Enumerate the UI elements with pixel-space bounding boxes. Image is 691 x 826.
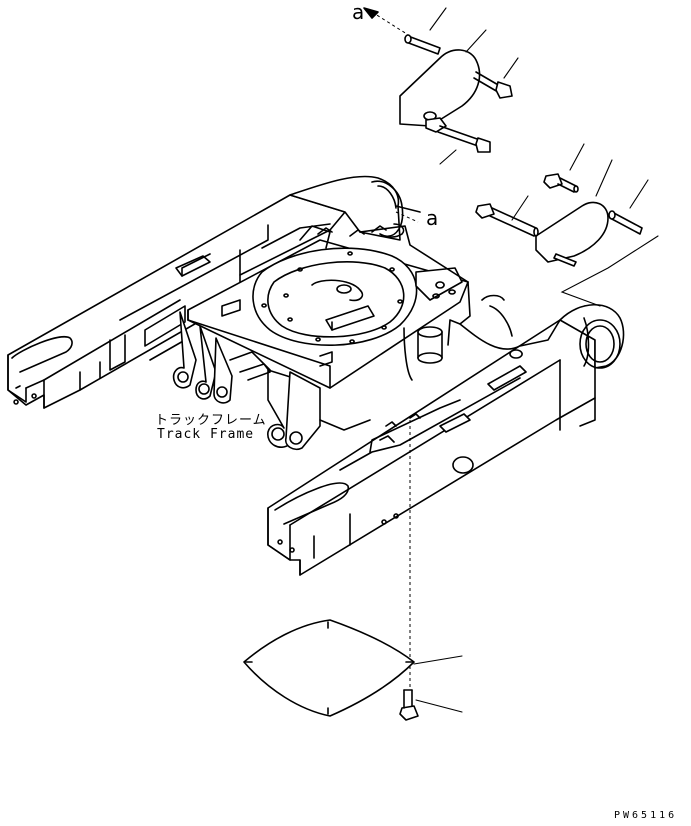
bottom-bolt <box>399 689 463 721</box>
center-boss <box>403 326 443 381</box>
bolt-right-2 <box>475 203 539 237</box>
bottom-cover-plate <box>243 619 463 717</box>
reference-mark-a-mid: a <box>426 206 439 230</box>
front-brackets <box>172 311 371 451</box>
bolt-upper-2 <box>425 117 491 153</box>
drawing-number: PW65116 <box>614 810 678 821</box>
right-cover-assembly <box>395 143 659 307</box>
upper-cover-assembly <box>363 7 519 165</box>
bolt-right-1 <box>543 173 579 193</box>
pin-right <box>608 210 643 235</box>
center-frame <box>187 175 521 389</box>
part-label-japanese: トラックフレーム <box>155 413 267 428</box>
bolt-upper-1 <box>473 71 513 99</box>
part-label-english: Track Frame <box>157 427 255 442</box>
pin-upper <box>404 34 441 55</box>
reference-mark-a-top: a <box>352 0 365 24</box>
right-track-rail <box>267 304 625 576</box>
